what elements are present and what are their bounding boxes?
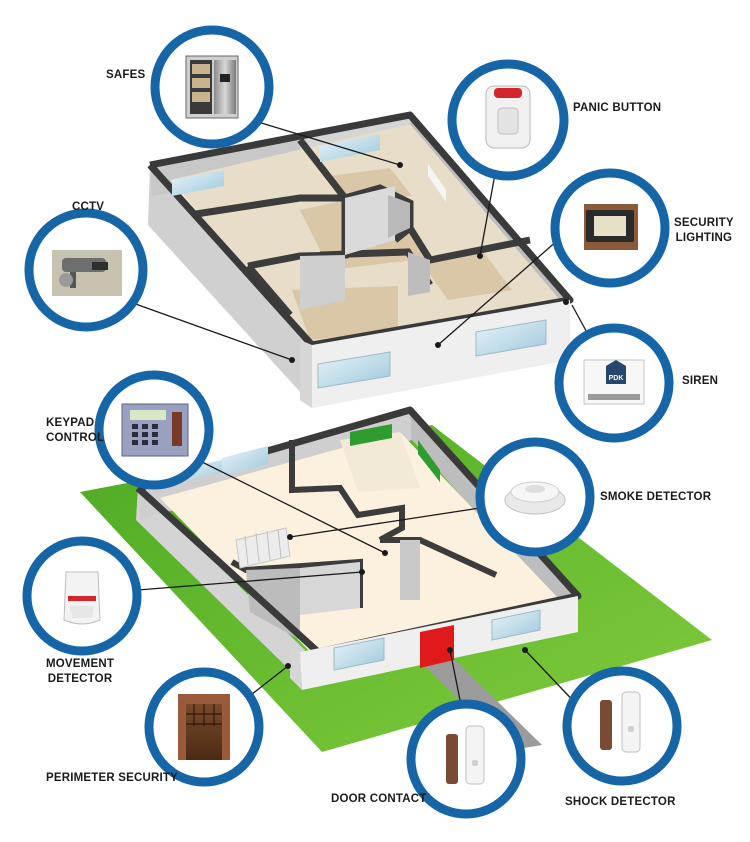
panic-button-icon bbox=[447, 59, 569, 181]
interior-walls bbox=[289, 440, 405, 543]
front-door bbox=[420, 625, 454, 668]
front-window-right bbox=[491, 609, 541, 641]
ground-floor bbox=[80, 406, 712, 752]
label-security-lighting-line2: LIGHTING bbox=[675, 232, 733, 244]
label-smoke-detector: SMOKE DETECTOR bbox=[600, 491, 712, 503]
label-movement-detector: MOVEMENT DETECTOR bbox=[46, 657, 114, 687]
label-security-lighting: SECURITY LIGHTING bbox=[674, 216, 734, 246]
label-keypad-control: KEYPAD CONTROL bbox=[46, 416, 104, 446]
label-shock-detector: SHOCK DETECTOR bbox=[565, 796, 676, 808]
door-contact-icon bbox=[406, 699, 526, 819]
label-perimeter-security: PERIMETER SECURITY bbox=[46, 772, 179, 784]
keypad-icon bbox=[94, 370, 214, 490]
label-cctv: CCTV bbox=[72, 201, 105, 213]
upper-left-wall bbox=[148, 165, 312, 405]
upper-floor bbox=[147, 111, 574, 408]
siren-icon: PDK bbox=[554, 323, 674, 443]
label-panic-button: PANIC BUTTON bbox=[573, 102, 662, 114]
label-siren: SIREN bbox=[682, 375, 719, 387]
cctv-camera-icon bbox=[24, 208, 148, 332]
floor-main bbox=[160, 432, 560, 660]
label-keypad-line2: CONTROL bbox=[46, 432, 105, 444]
label-door-contact: DOOR CONTACT bbox=[331, 793, 427, 805]
floodlight-icon bbox=[550, 168, 670, 288]
staircase bbox=[235, 527, 291, 569]
gate-icon bbox=[144, 667, 264, 787]
smoke-detector-icon bbox=[475, 437, 595, 557]
label-movement-line2: DETECTOR bbox=[47, 673, 113, 685]
siren-badge: PDK bbox=[609, 375, 624, 382]
label-movement-line1: MOVEMENT bbox=[46, 658, 115, 670]
label-safes: SAFES bbox=[106, 69, 146, 81]
safe-icon bbox=[150, 25, 274, 149]
motion-sensor-icon bbox=[22, 536, 142, 656]
front-window-left bbox=[333, 637, 385, 671]
shock-detector-icon bbox=[562, 666, 682, 786]
label-keypad-line1: KEYPAD bbox=[46, 417, 95, 429]
label-security-lighting-line1: SECURITY bbox=[674, 217, 734, 229]
